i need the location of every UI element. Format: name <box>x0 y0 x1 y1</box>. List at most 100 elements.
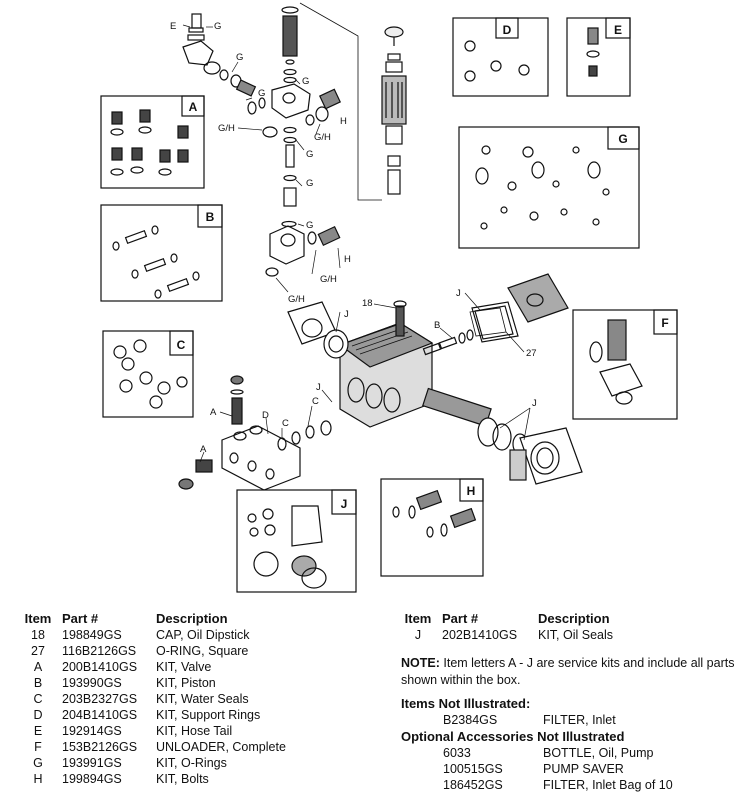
kit-box-h <box>380 478 484 577</box>
callout-g-4: G <box>302 76 309 87</box>
row-item: D <box>33 708 43 722</box>
row-description: KIT, Bolts <box>156 772 209 786</box>
callout-b: B <box>434 320 440 331</box>
callout-a-2: A <box>200 444 207 455</box>
not-illustrated-heading: Items Not Illustrated: <box>401 696 531 711</box>
row-item: 27 <box>31 644 45 658</box>
row-description: UNLOADER, Complete <box>156 740 286 754</box>
pump-crankcase <box>338 300 434 428</box>
callout-18: 18 <box>362 298 373 309</box>
row-description: O-RING, Square <box>156 644 249 658</box>
box-letter-j: J <box>341 497 348 511</box>
valve-manifold <box>178 375 332 491</box>
callout-gh-4: G/H <box>288 294 305 305</box>
callout-g-3: G <box>258 88 265 99</box>
box-letter-d: D <box>503 23 512 37</box>
list-item: 186452GS FILTER, Inlet Bag of 10 <box>401 777 741 793</box>
box-letter-h: H <box>467 484 476 498</box>
kit-box-b <box>100 204 223 302</box>
row-description: KIT, Piston <box>156 676 216 690</box>
row-description: KIT, Hose Tail <box>156 724 233 738</box>
row-part-number: 202B1410GS <box>442 628 518 642</box>
table-row: J 202B1410GS KIT, Oil Seals <box>400 627 740 643</box>
parts-table-right: Item Part # Description J 202B1410GS KIT… <box>400 611 740 643</box>
callout-j-4: J <box>532 398 537 409</box>
kit-box-j <box>236 489 357 593</box>
crankshaft <box>422 387 528 455</box>
inlet-filter-assembly <box>299 2 407 201</box>
header-item: Item <box>404 611 432 626</box>
not-illustrated-part: B2384GS <box>443 713 498 727</box>
header-description: Description <box>538 611 610 626</box>
box-letter-a: A <box>189 100 198 114</box>
header-description: Description <box>156 611 228 626</box>
row-item: G <box>33 756 43 770</box>
row-item: A <box>33 660 43 674</box>
row-part-number: 193991GS <box>62 756 122 770</box>
callout-c-2: C <box>312 396 319 407</box>
kit-box-a <box>100 95 205 189</box>
note-text: Item letters A - J are service kits and … <box>401 656 735 687</box>
callout-h-2: H <box>344 254 351 265</box>
header-item: Item <box>24 611 52 626</box>
row-part-number: 204B1410GS <box>62 708 138 722</box>
row-description: KIT, Oil Seals <box>538 628 614 642</box>
row-item: 18 <box>31 628 45 642</box>
row-part-number: 153B2126GS <box>62 740 138 754</box>
optional-desc: FILTER, Inlet Bag of 10 <box>543 778 673 792</box>
callout-g-5: G <box>306 149 313 160</box>
header-part: Part # <box>62 611 99 626</box>
table-header: Item Part # Description <box>20 611 380 627</box>
row-part-number: 192914GS <box>62 724 122 738</box>
callout-gh-1: G/H <box>218 123 235 134</box>
row-description: CAP, Oil Dipstick <box>156 628 250 642</box>
callout-gh-2: G/H <box>314 132 331 143</box>
list-item: 100515GS PUMP SAVER <box>401 761 741 777</box>
row-description: KIT, Water Seals <box>156 692 249 706</box>
callout-j-1: J <box>456 288 461 299</box>
table-row: 18 198849GS CAP, Oil Dipstick <box>20 627 380 643</box>
note-label: NOTE: <box>401 656 440 670</box>
callout-e: E <box>170 21 176 32</box>
list-item: 6033 BOTTLE, Oil, Pump <box>401 745 741 761</box>
row-item: C <box>33 692 43 706</box>
parts-table-left: Item Part # Description 18 198849GS CAP, O… <box>20 611 380 787</box>
optional-desc: PUMP SAVER <box>543 762 624 776</box>
row-part-number: 198849GS <box>62 628 122 642</box>
callout-g-1: G <box>214 21 221 32</box>
pistons <box>422 329 474 356</box>
optional-desc: BOTTLE, Oil, Pump <box>543 746 654 760</box>
optional-heading: Optional Accessories Not Illustrated <box>401 729 625 744</box>
box-letter-b: B <box>206 210 215 224</box>
table-row: C 203B2327GS KIT, Water Seals <box>20 691 380 707</box>
callout-g-6: G <box>306 178 313 189</box>
leader-lines <box>182 24 531 463</box>
callout-j-2: J <box>344 309 349 320</box>
row-description: KIT, Support Rings <box>156 708 261 722</box>
not-illustrated-desc: FILTER, Inlet <box>543 713 616 727</box>
callout-27: 27 <box>526 348 537 359</box>
callout-h-1: H <box>340 116 347 127</box>
box-letter-f: F <box>661 316 668 330</box>
optional-part: 6033 <box>443 746 471 760</box>
top-manifold-assembly <box>182 6 342 277</box>
rear-cover <box>471 273 569 343</box>
table-header: Item Part # Description <box>400 611 740 627</box>
callout-j-3: J <box>316 382 321 393</box>
row-description: KIT, Valve <box>156 660 212 674</box>
row-item: J <box>414 628 422 642</box>
oil-seal-plate-left <box>287 301 349 359</box>
row-item: H <box>33 772 43 786</box>
callout-d: D <box>262 410 269 421</box>
box-letter-g: G <box>618 132 627 146</box>
row-part-number: 193990GS <box>62 676 122 690</box>
optional-part: 186452GS <box>443 778 503 792</box>
callout-g-7: G <box>306 220 313 231</box>
callout-g-2: G <box>236 52 243 63</box>
row-part-number: 203B2327GS <box>62 692 138 706</box>
